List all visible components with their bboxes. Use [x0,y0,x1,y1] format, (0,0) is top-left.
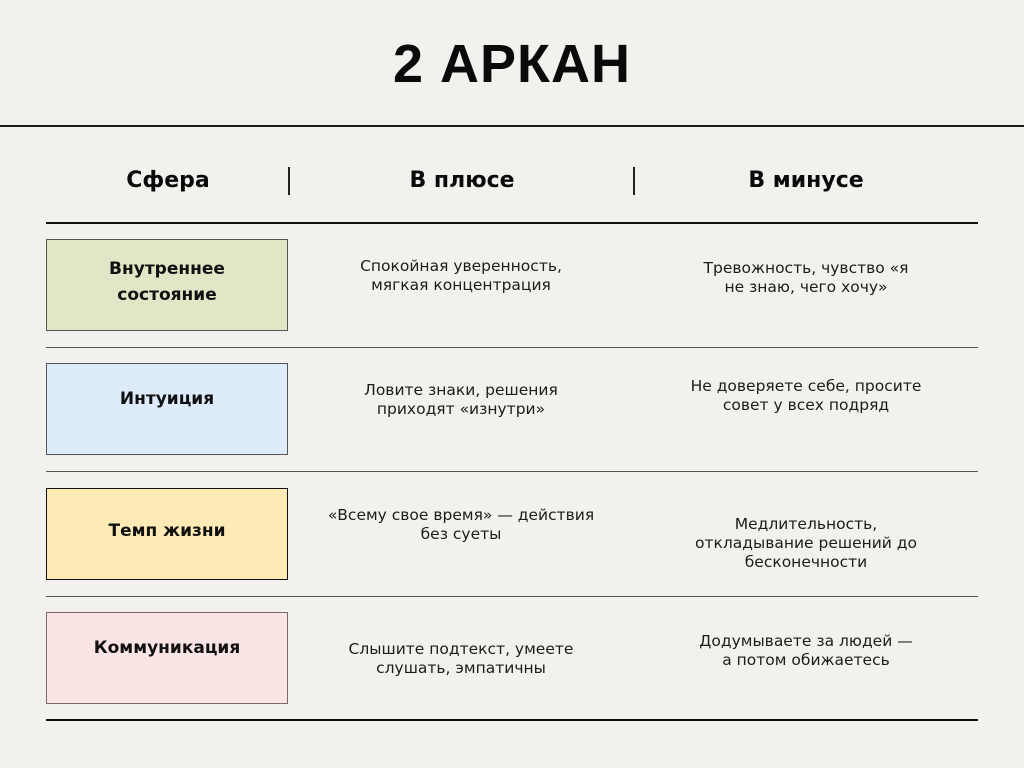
plus-text: «Всему свое время» — действия без суеты [327,506,595,543]
minus-cell: Медлительность, откладывание решений до … [651,513,961,573]
sphere-label-box: Интуиция [46,363,288,455]
row-divider [46,596,978,597]
sphere-label: Коммуникация [93,638,241,658]
row-divider [46,347,978,348]
table-row: Темп жизни «Всему свое время» — действия… [46,473,978,597]
plus-cell: «Всему свое время» — действия без суеты [306,505,616,545]
page-title: 2 АРКАН [392,34,631,94]
table-row: Коммуникация Слышите подтекст, умеете сл… [46,597,978,721]
plus-text: Ловите знаки, решения приходят «изнутри» [364,381,558,418]
table-row: Интуиция Ловите знаки, решения приходят … [46,348,978,472]
column-separator [633,167,635,195]
column-separator [288,167,290,195]
minus-cell: Не доверяете себе, просите совет у всех … [651,376,961,416]
plus-cell: Спокойная уверенность, мягкая концентрац… [306,256,616,296]
sphere-label: Темп жизни [108,521,226,541]
plus-text: Спокойная уверенность, мягкая концентрац… [360,257,562,294]
sphere-label-box: Коммуникация [46,612,288,704]
sphere-label-box: Темп жизни [46,488,288,580]
header-divider [46,222,978,224]
sphere-label: Внутреннее состояние [109,259,225,305]
minus-text: Медлительность, откладывание решений до … [694,514,918,571]
sphere-label-box: Внутреннее состояние [46,239,288,331]
minus-cell: Додумываете за людей — а потом обижаетес… [651,631,961,671]
minus-text: Додумываете за людей — а потом обижаетес… [699,632,913,669]
plus-cell: Слышите подтекст, умеете слушать, эмпати… [306,639,616,679]
plus-text: Слышите подтекст, умеете слушать, эмпати… [348,640,574,677]
sphere-label: Интуиция [119,389,215,409]
column-header-sphere: Сфера [126,168,210,193]
row-divider [46,471,978,472]
column-header-plus: В плюсе [409,168,515,193]
title-divider [0,125,1024,127]
table-row: Внутреннее состояние Спокойная увереннос… [46,224,978,348]
row-divider [46,719,978,721]
plus-cell: Ловите знаки, решения приходят «изнутри» [306,380,616,420]
minus-text: Не доверяете себе, просите совет у всех … [690,377,922,414]
minus-cell: Тревожность, чувство «я не знаю, чего хо… [651,258,961,298]
column-header-minus: В минусе [748,168,864,193]
minus-text: Тревожность, чувство «я не знаю, чего хо… [703,259,909,296]
